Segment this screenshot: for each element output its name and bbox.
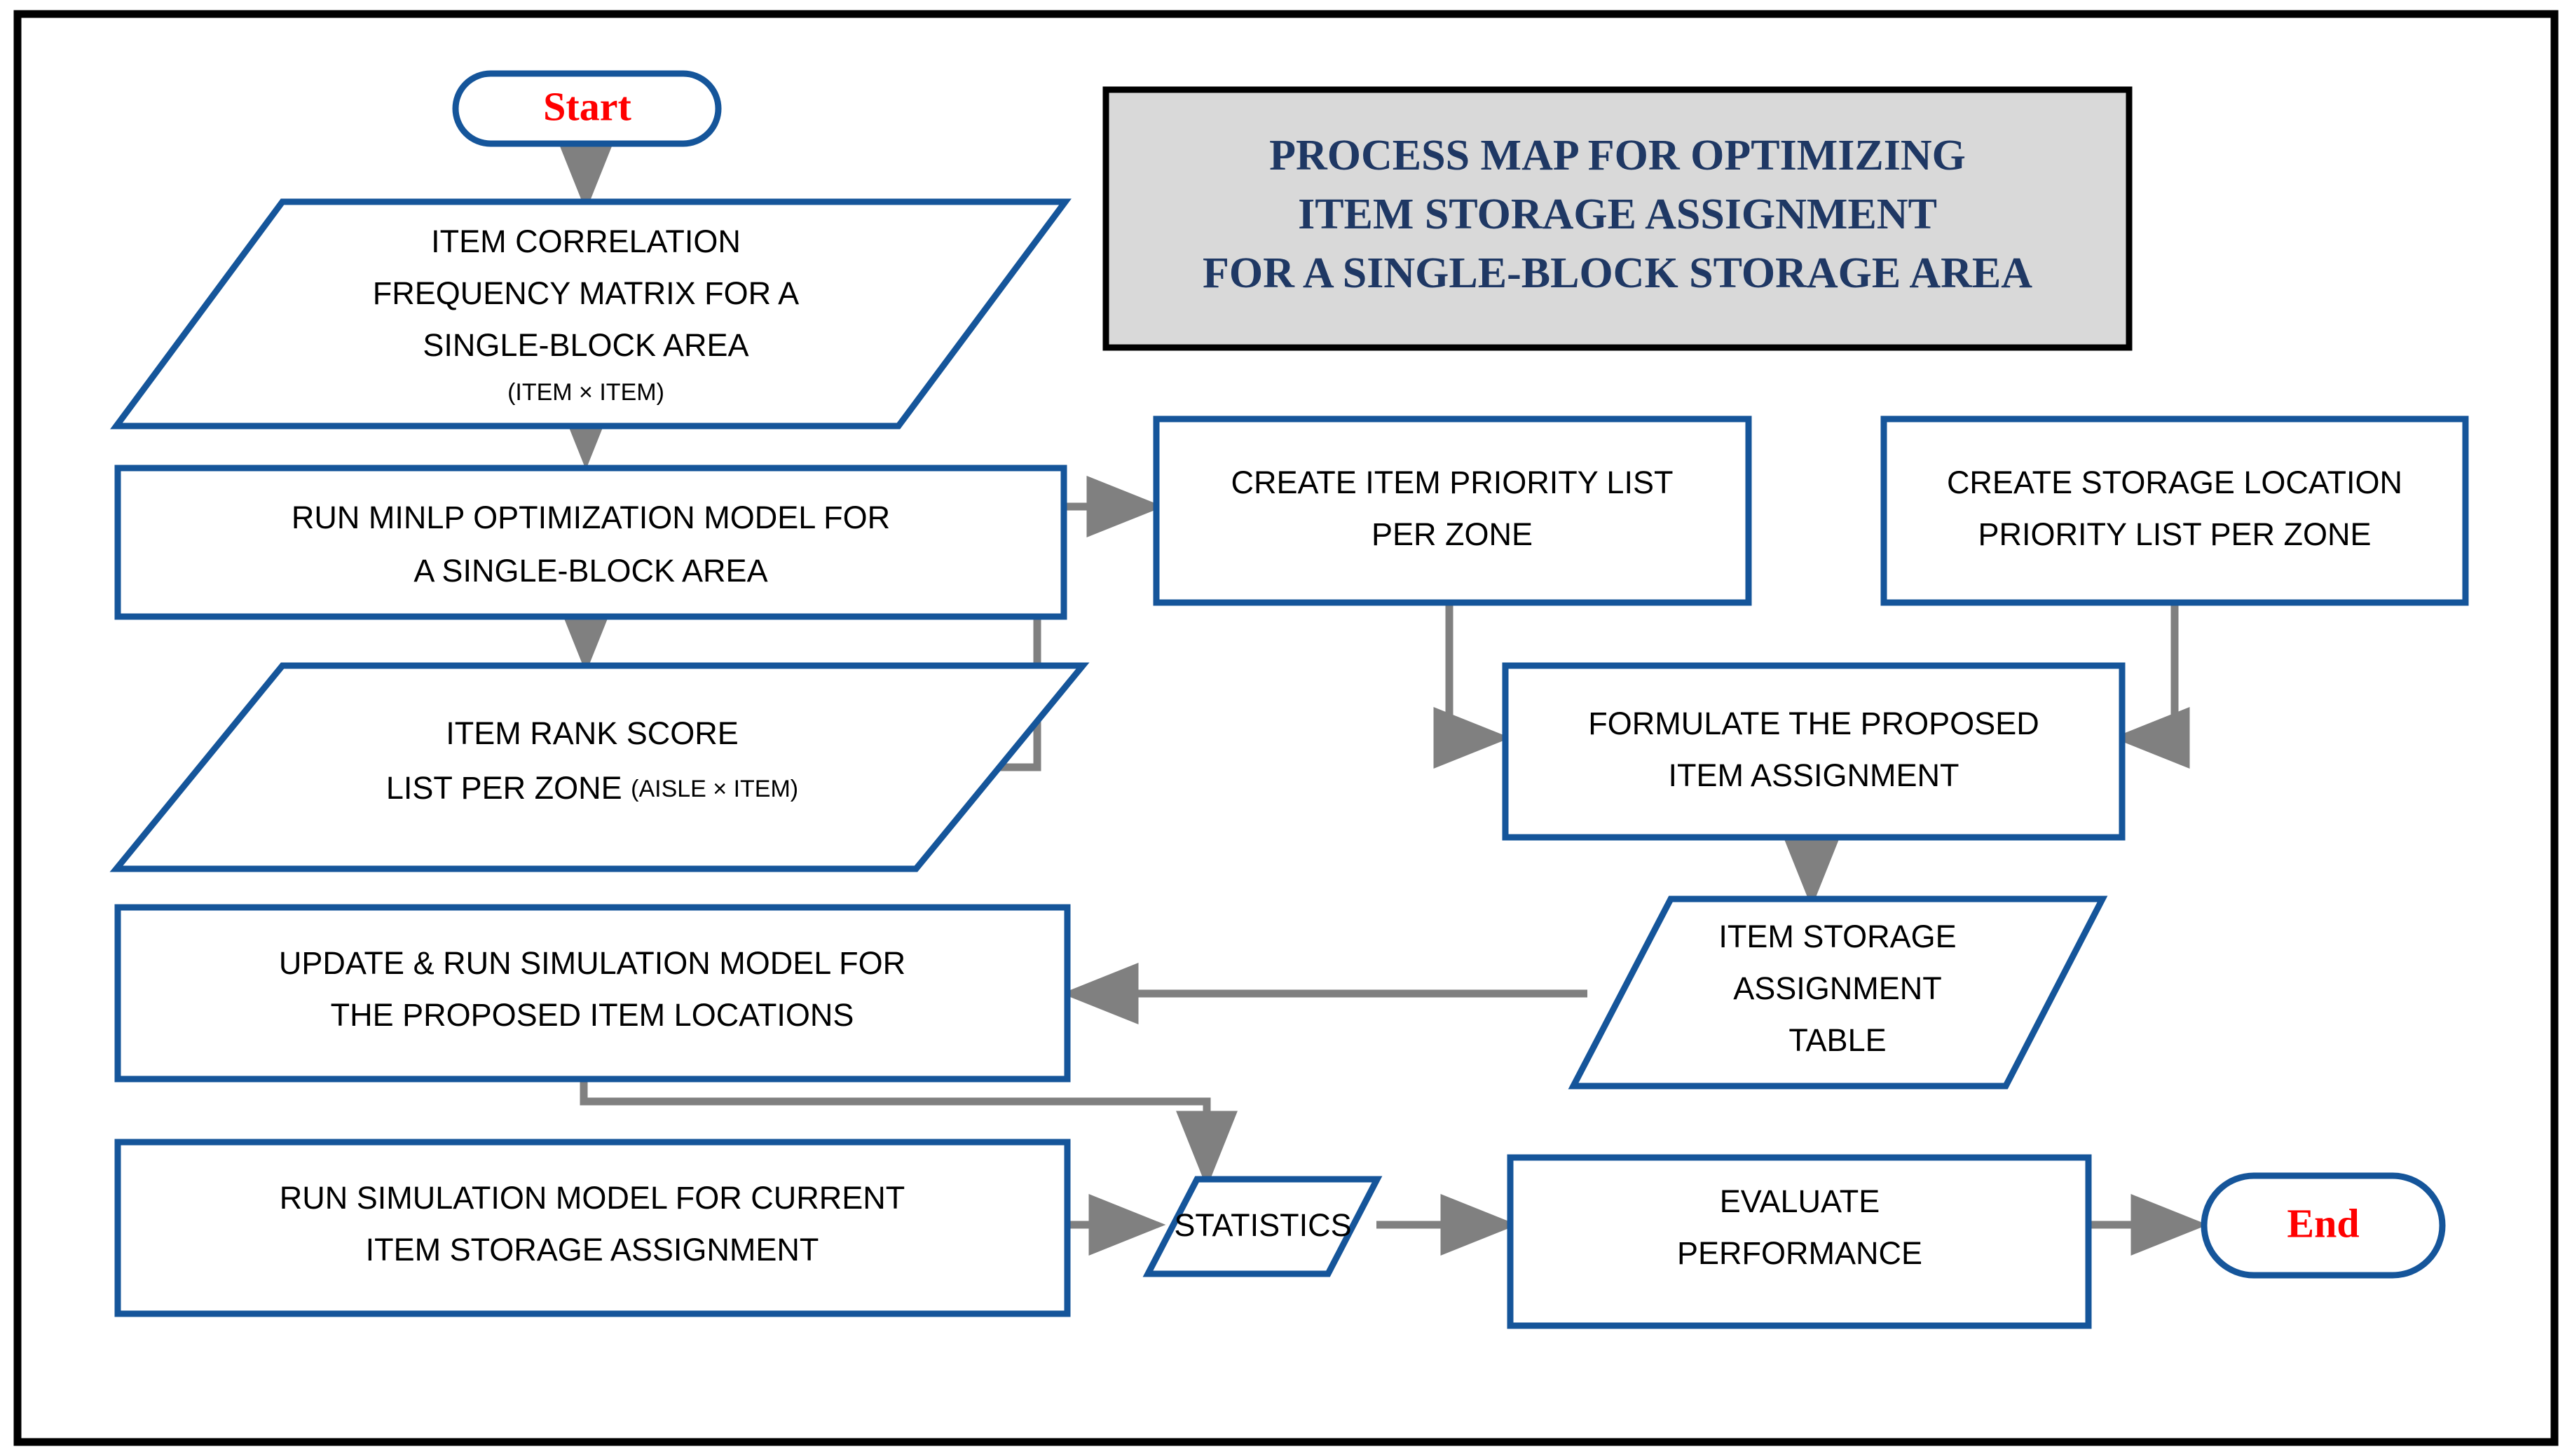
statistics-shape[interactable] [1142, 1176, 1383, 1277]
statistics-label: STATISTICS [1174, 1207, 1351, 1243]
item-correlation-matrix-line-1: ITEM CORRELATION [431, 224, 741, 259]
run-simulation-current-shape[interactable] [114, 1139, 1071, 1317]
run-simulation-current-line-1: RUN SIMULATION MODEL FOR CURRENT [280, 1180, 905, 1216]
node-statistics[interactable]: STATISTICS [1142, 1176, 1383, 1277]
title-box: PROCESS MAP FOR OPTIMIZING ITEM STORAGE … [1102, 86, 2133, 351]
end-terminator-shape[interactable] [2201, 1172, 2446, 1279]
node-end[interactable]: End [2201, 1172, 2446, 1279]
item-correlation-matrix-line-3: SINGLE-BLOCK AREA [423, 327, 748, 363]
node-item-correlation-matrix[interactable]: ITEM CORRELATION FREQUENCY MATRIX FOR A … [110, 198, 1072, 430]
formulate-proposed-item-assignment-line-2: ITEM ASSIGNMENT [1668, 757, 1959, 793]
formulate-proposed-item-assignment-line-1: FORMULATE THE PROPOSED [1588, 706, 2039, 741]
create-storage-location-priority-list-line-2: PRIORITY LIST PER ZONE [1978, 516, 2372, 552]
node-item-storage-assignment-table[interactable]: ITEM STORAGE ASSIGNMENT TABLE [1568, 895, 2108, 1090]
node-update-run-simulation-proposed[interactable]: UPDATE & RUN SIMULATION MODEL FOR THE PR… [114, 904, 1071, 1083]
connector-item-priority-to-formulate [1433, 603, 1511, 769]
title-line-1: PROCESS MAP FOR OPTIMIZING [1269, 132, 1966, 179]
title-box-background [1102, 86, 2133, 351]
item-correlation-matrix-line-2: FREQUENCY MATRIX FOR A [373, 275, 799, 311]
start-label: Start [543, 83, 631, 129]
create-storage-location-priority-list-line-1: CREATE STORAGE LOCATION [1947, 465, 2402, 500]
create-storage-location-priority-list-shape[interactable] [1880, 415, 2469, 606]
item-storage-assignment-table-shape[interactable] [1568, 895, 2108, 1090]
item-correlation-matrix-shape[interactable] [110, 198, 1072, 430]
node-create-storage-location-priority-list[interactable]: CREATE STORAGE LOCATION PRIORITY LIST PE… [1880, 415, 2469, 606]
run-minlp-model-line-2: A SINGLE-BLOCK AREA [413, 553, 767, 589]
create-item-priority-list-line-2: PER ZONE [1371, 516, 1533, 552]
item-storage-assignment-table-line-2: ASSIGNMENT [1733, 970, 1942, 1006]
node-start[interactable]: Start [452, 70, 722, 147]
create-item-priority-list-line-1: CREATE ITEM PRIORITY LIST [1231, 465, 1674, 500]
formulate-proposed-item-assignment-shape[interactable] [1502, 662, 2126, 841]
connector-update-simulation-to-statistics [580, 1079, 1238, 1188]
connector-location-priority-to-formulate [2112, 603, 2190, 769]
item-correlation-matrix-note: (ITEM × ITEM) [507, 379, 664, 406]
evaluate-performance-shape[interactable] [1507, 1154, 2092, 1329]
title-line-3: FOR A SINGLE-BLOCK STORAGE AREA [1203, 249, 2032, 297]
end-label: End [2287, 1200, 2359, 1246]
node-run-simulation-current[interactable]: RUN SIMULATION MODEL FOR CURRENT ITEM ST… [114, 1139, 1071, 1317]
node-run-minlp-model[interactable]: RUN MINLP OPTIMIZATION MODEL FOR A SINGL… [114, 465, 1067, 620]
start-terminator-shape[interactable] [452, 70, 722, 147]
item-rank-score-list-line-2-note: (AISLE × ITEM) [631, 776, 798, 802]
update-run-simulation-proposed-line-1: UPDATE & RUN SIMULATION MODEL FOR [279, 945, 905, 981]
item-storage-assignment-table-line-3: TABLE [1788, 1022, 1886, 1058]
run-minlp-model-line-1: RUN MINLP OPTIMIZATION MODEL FOR [292, 500, 890, 535]
item-rank-score-list-line-1: ITEM RANK SCORE [446, 715, 739, 751]
item-rank-score-list-line-2-main: LIST PER ZONE [386, 770, 631, 806]
run-minlp-model-shape[interactable] [114, 465, 1067, 620]
node-item-rank-score-list[interactable]: ITEM RANK SCORE LIST PER ZONE (AISLE × I… [109, 662, 1090, 872]
node-create-item-priority-list[interactable]: CREATE ITEM PRIORITY LIST PER ZONE [1153, 415, 1752, 606]
evaluate-performance-line-2: PERFORMANCE [1677, 1235, 1922, 1271]
evaluate-performance-line-1: EVALUATE [1720, 1183, 1880, 1219]
run-simulation-current-line-2: ITEM STORAGE ASSIGNMENT [366, 1232, 819, 1268]
update-run-simulation-proposed-line-2: THE PROPOSED ITEM LOCATIONS [331, 997, 854, 1033]
create-item-priority-list-shape[interactable] [1153, 415, 1752, 606]
outer-frame [13, 10, 2559, 1446]
node-formulate-proposed-item-assignment[interactable]: FORMULATE THE PROPOSED ITEM ASSIGNMENT [1502, 662, 2126, 841]
item-rank-score-list-line-2: LIST PER ZONE (AISLE × ITEM) [386, 770, 798, 806]
title-line-2: ITEM STORAGE ASSIGNMENT [1298, 191, 1937, 238]
item-storage-assignment-table-line-1: ITEM STORAGE [1718, 919, 1956, 954]
item-rank-score-list-shape[interactable] [109, 662, 1090, 872]
update-run-simulation-proposed-shape[interactable] [114, 904, 1071, 1083]
node-evaluate-performance[interactable]: EVALUATE PERFORMANCE [1507, 1154, 2092, 1329]
